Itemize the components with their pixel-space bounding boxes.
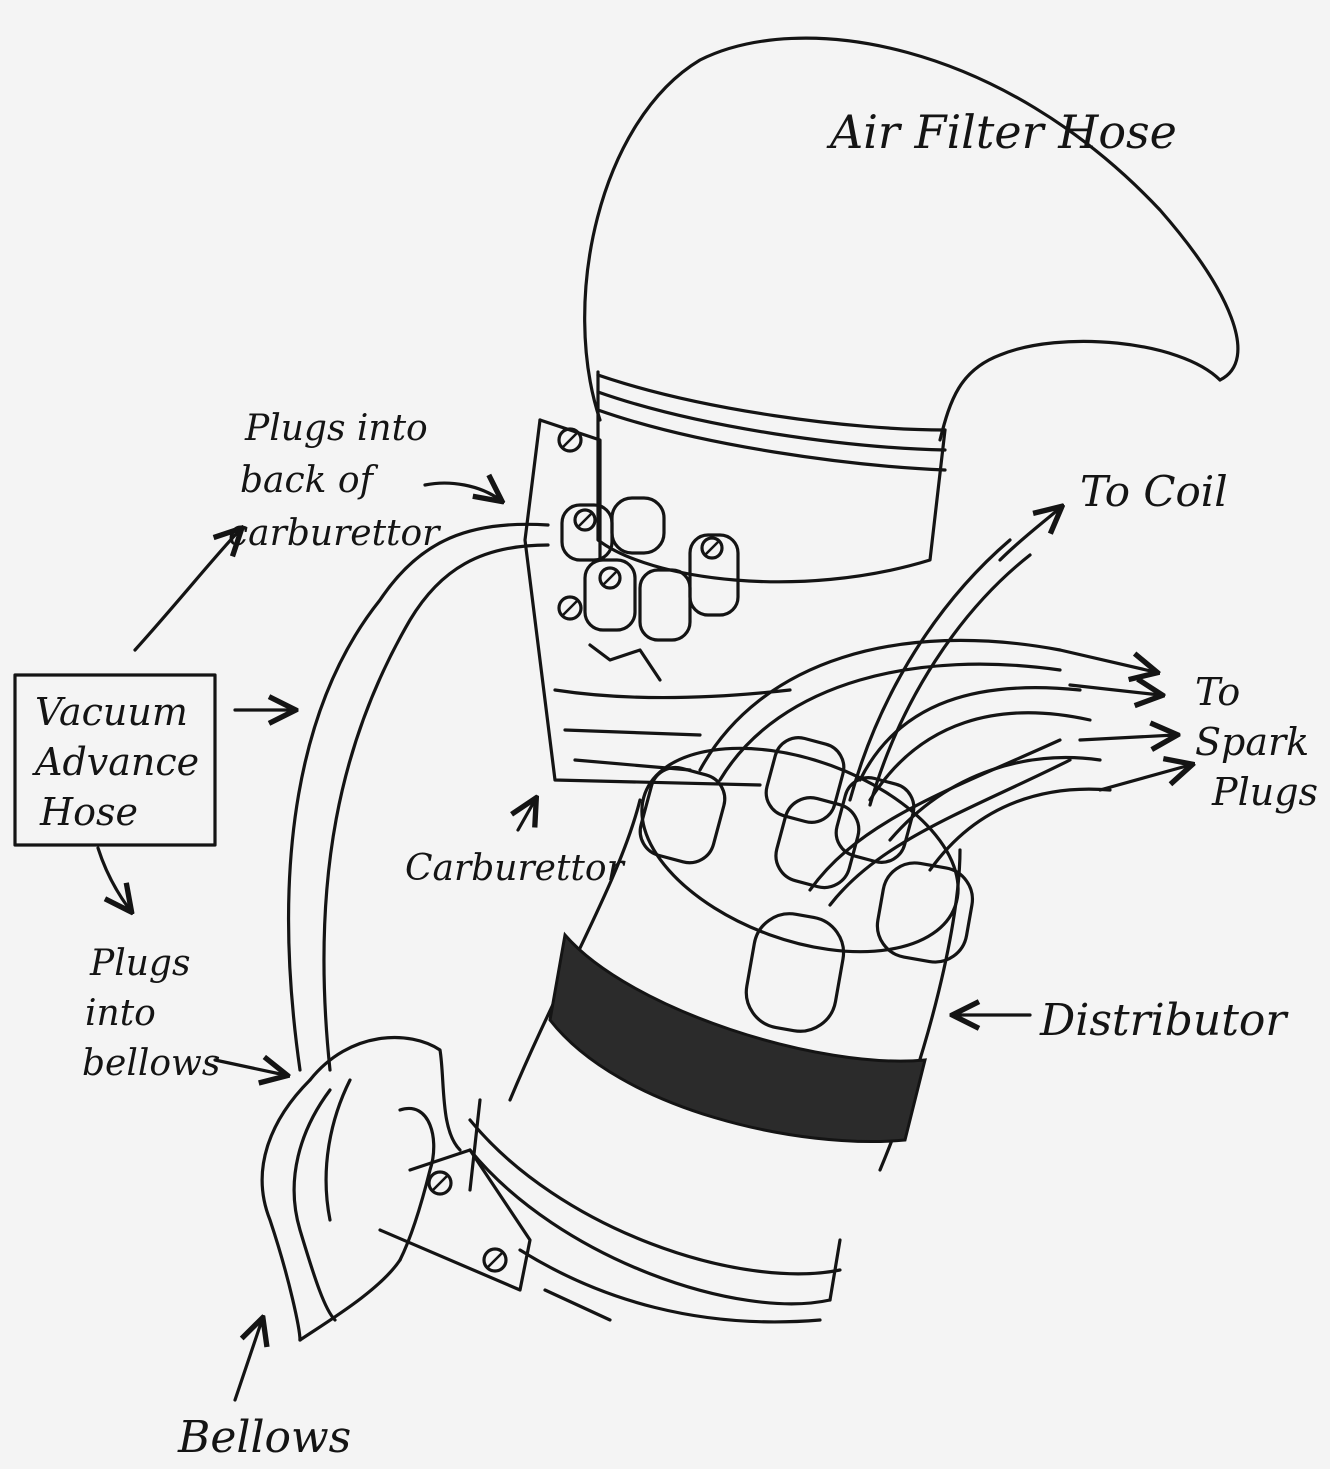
label-plugs-back-line3: carburettor [228,513,441,554]
label-vacuum-line3: Hose [39,790,138,834]
label-to-coil: To Coil [1080,467,1228,516]
label-plugs-bellows-line2: into [85,993,156,1034]
label-plugs-back-line1: Plugs into [244,408,428,449]
label-vacuum-line2: Advance [32,740,199,784]
carburettor-drawing [525,420,790,785]
label-distributor: Distributor [1039,995,1289,1046]
label-vacuum-line1: Vacuum [35,690,188,734]
bellows-drawing [262,1038,530,1340]
label-spark-line1: To [1195,670,1240,714]
label-plugs-bellows-line3: bellows [82,1043,220,1084]
vacuum-advance-hose-drawing [289,524,548,1070]
label-air-filter-hose: Air Filter Hose [826,105,1177,159]
label-bellows: Bellows [177,1412,351,1463]
label-plugs-back-line2: back of [240,460,379,501]
label-plugs-bellows-line1: Plugs [89,943,190,984]
label-spark-line3: Plugs [1211,770,1318,814]
label-carburettor: Carburettor [405,848,626,889]
distributor-drawing [470,709,986,1322]
distributor-band [550,935,925,1142]
label-spark-line2: Spark [1195,720,1309,764]
